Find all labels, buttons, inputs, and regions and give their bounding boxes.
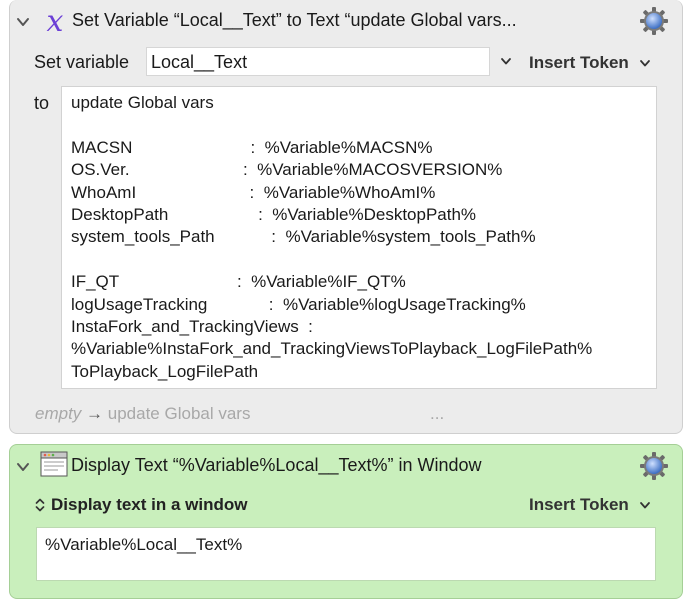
- set-variable-label: Set variable: [34, 52, 130, 72]
- chevron-down-icon[interactable]: [16, 15, 30, 29]
- text-line: MACSN : %Variable%MACSN%: [71, 137, 433, 157]
- to-label: to: [34, 93, 50, 113]
- text-line: [71, 114, 656, 136]
- text-line: DesktopPath : %Variable%DesktopPath%: [71, 204, 477, 224]
- variable-name-field[interactable]: Local__Text: [146, 47, 490, 76]
- result-arrow: →: [86, 404, 104, 423]
- insert-token-button[interactable]: Insert Token: [529, 53, 629, 72]
- svg-text:x: x: [47, 4, 64, 38]
- text-line: WhoAmI : %Variable%WhoAmI%: [71, 182, 436, 202]
- result-preview: empty → update Global vars: [35, 404, 250, 424]
- text-line: ToPlayback_LogFilePath: [71, 361, 259, 381]
- text-line: [71, 249, 656, 271]
- result-empty: empty: [35, 404, 82, 423]
- up-down-chevron-icon: [34, 497, 46, 513]
- display-text-header[interactable]: Display Text “%Variable%Local__Text%” in…: [10, 445, 682, 489]
- display-text-action: Display Text “%Variable%Local__Text%” in…: [9, 444, 683, 599]
- text-line: %Variable%InstaFork_and_TrackingViewsToP…: [71, 339, 593, 359]
- text-line: InstaFork_and_TrackingViews :: [71, 316, 313, 336]
- result-more: ...: [430, 404, 445, 423]
- set-variable-action: x Set Variable “Local__Text” to Text “up…: [9, 0, 683, 434]
- insert-token-button[interactable]: Insert Token: [529, 495, 629, 514]
- chevron-down-icon[interactable]: [639, 499, 651, 511]
- result-value: update Global vars: [107, 404, 251, 423]
- chevron-down-icon[interactable]: [639, 57, 651, 69]
- chevron-down-icon[interactable]: [500, 55, 512, 67]
- action-title: Set Variable “Local__Text” to Text “upda…: [72, 10, 517, 30]
- text-line: update Global vars: [71, 93, 214, 112]
- variable-x-icon: x: [38, 4, 72, 38]
- text-line: logUsageTracking : %Variable%logUsageTra…: [71, 294, 526, 314]
- gear-icon[interactable]: [640, 7, 668, 35]
- text-line: OS.Ver. : %Variable%MACOSVERSION%: [71, 160, 503, 180]
- chevron-down-icon[interactable]: [16, 460, 30, 474]
- display-mode-label: Display text in a window: [51, 495, 248, 514]
- window-icon: [40, 451, 68, 477]
- text-line: system_tools_Path : %Variable%system_too…: [71, 227, 536, 247]
- display-text-field[interactable]: %Variable%Local__Text%: [36, 527, 656, 581]
- set-variable-header[interactable]: x Set Variable “Local__Text” to Text “up…: [10, 0, 682, 44]
- text-line: IF_QT : %Variable%IF_QT%: [71, 272, 406, 292]
- action-title: Display Text “%Variable%Local__Text%” in…: [71, 455, 482, 475]
- gear-icon[interactable]: [640, 452, 668, 480]
